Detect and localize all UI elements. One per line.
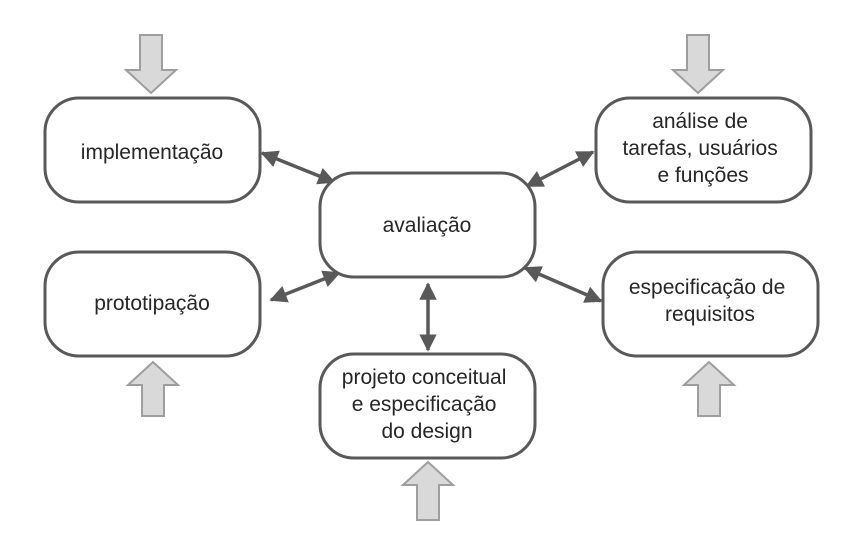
node-especificacao-requisitos-label: especificação de requisitos (629, 276, 791, 326)
node-implementacao: implementação (43, 96, 262, 204)
node-prototipacao-label: prototipação (94, 292, 210, 315)
connector-implementacao-avaliacao (260, 150, 336, 185)
node-analise-label: análise de tarefas, usuários e funções (622, 110, 783, 187)
connector-especificacao-requisitos-avaliacao (523, 266, 603, 303)
node-implementacao-label: implementação (81, 141, 223, 164)
connector-prototipacao-avaliacao (269, 270, 341, 303)
input-arrow-projeto-conceitual (400, 460, 456, 521)
node-avaliacao-label: avaliação (383, 214, 472, 237)
node-projeto-conceitual-label: projeto conceitual e especificação do de… (342, 366, 512, 443)
node-projeto-conceitual: projeto conceitual e especificação do de… (318, 352, 537, 460)
input-arrow-especificacao-requisitos (681, 360, 737, 417)
connector-analise-avaliacao (525, 150, 595, 188)
node-avaliacao: avaliação (318, 171, 537, 279)
node-prototipacao: prototipação (43, 250, 262, 358)
node-especificacao-requisitos: especificação de requisitos (601, 250, 820, 358)
input-arrow-implementacao (123, 34, 179, 95)
input-arrow-prototipacao (125, 360, 181, 417)
input-arrow-analise (670, 34, 726, 95)
node-analise: análise de tarefas, usuários e funções (594, 96, 813, 204)
